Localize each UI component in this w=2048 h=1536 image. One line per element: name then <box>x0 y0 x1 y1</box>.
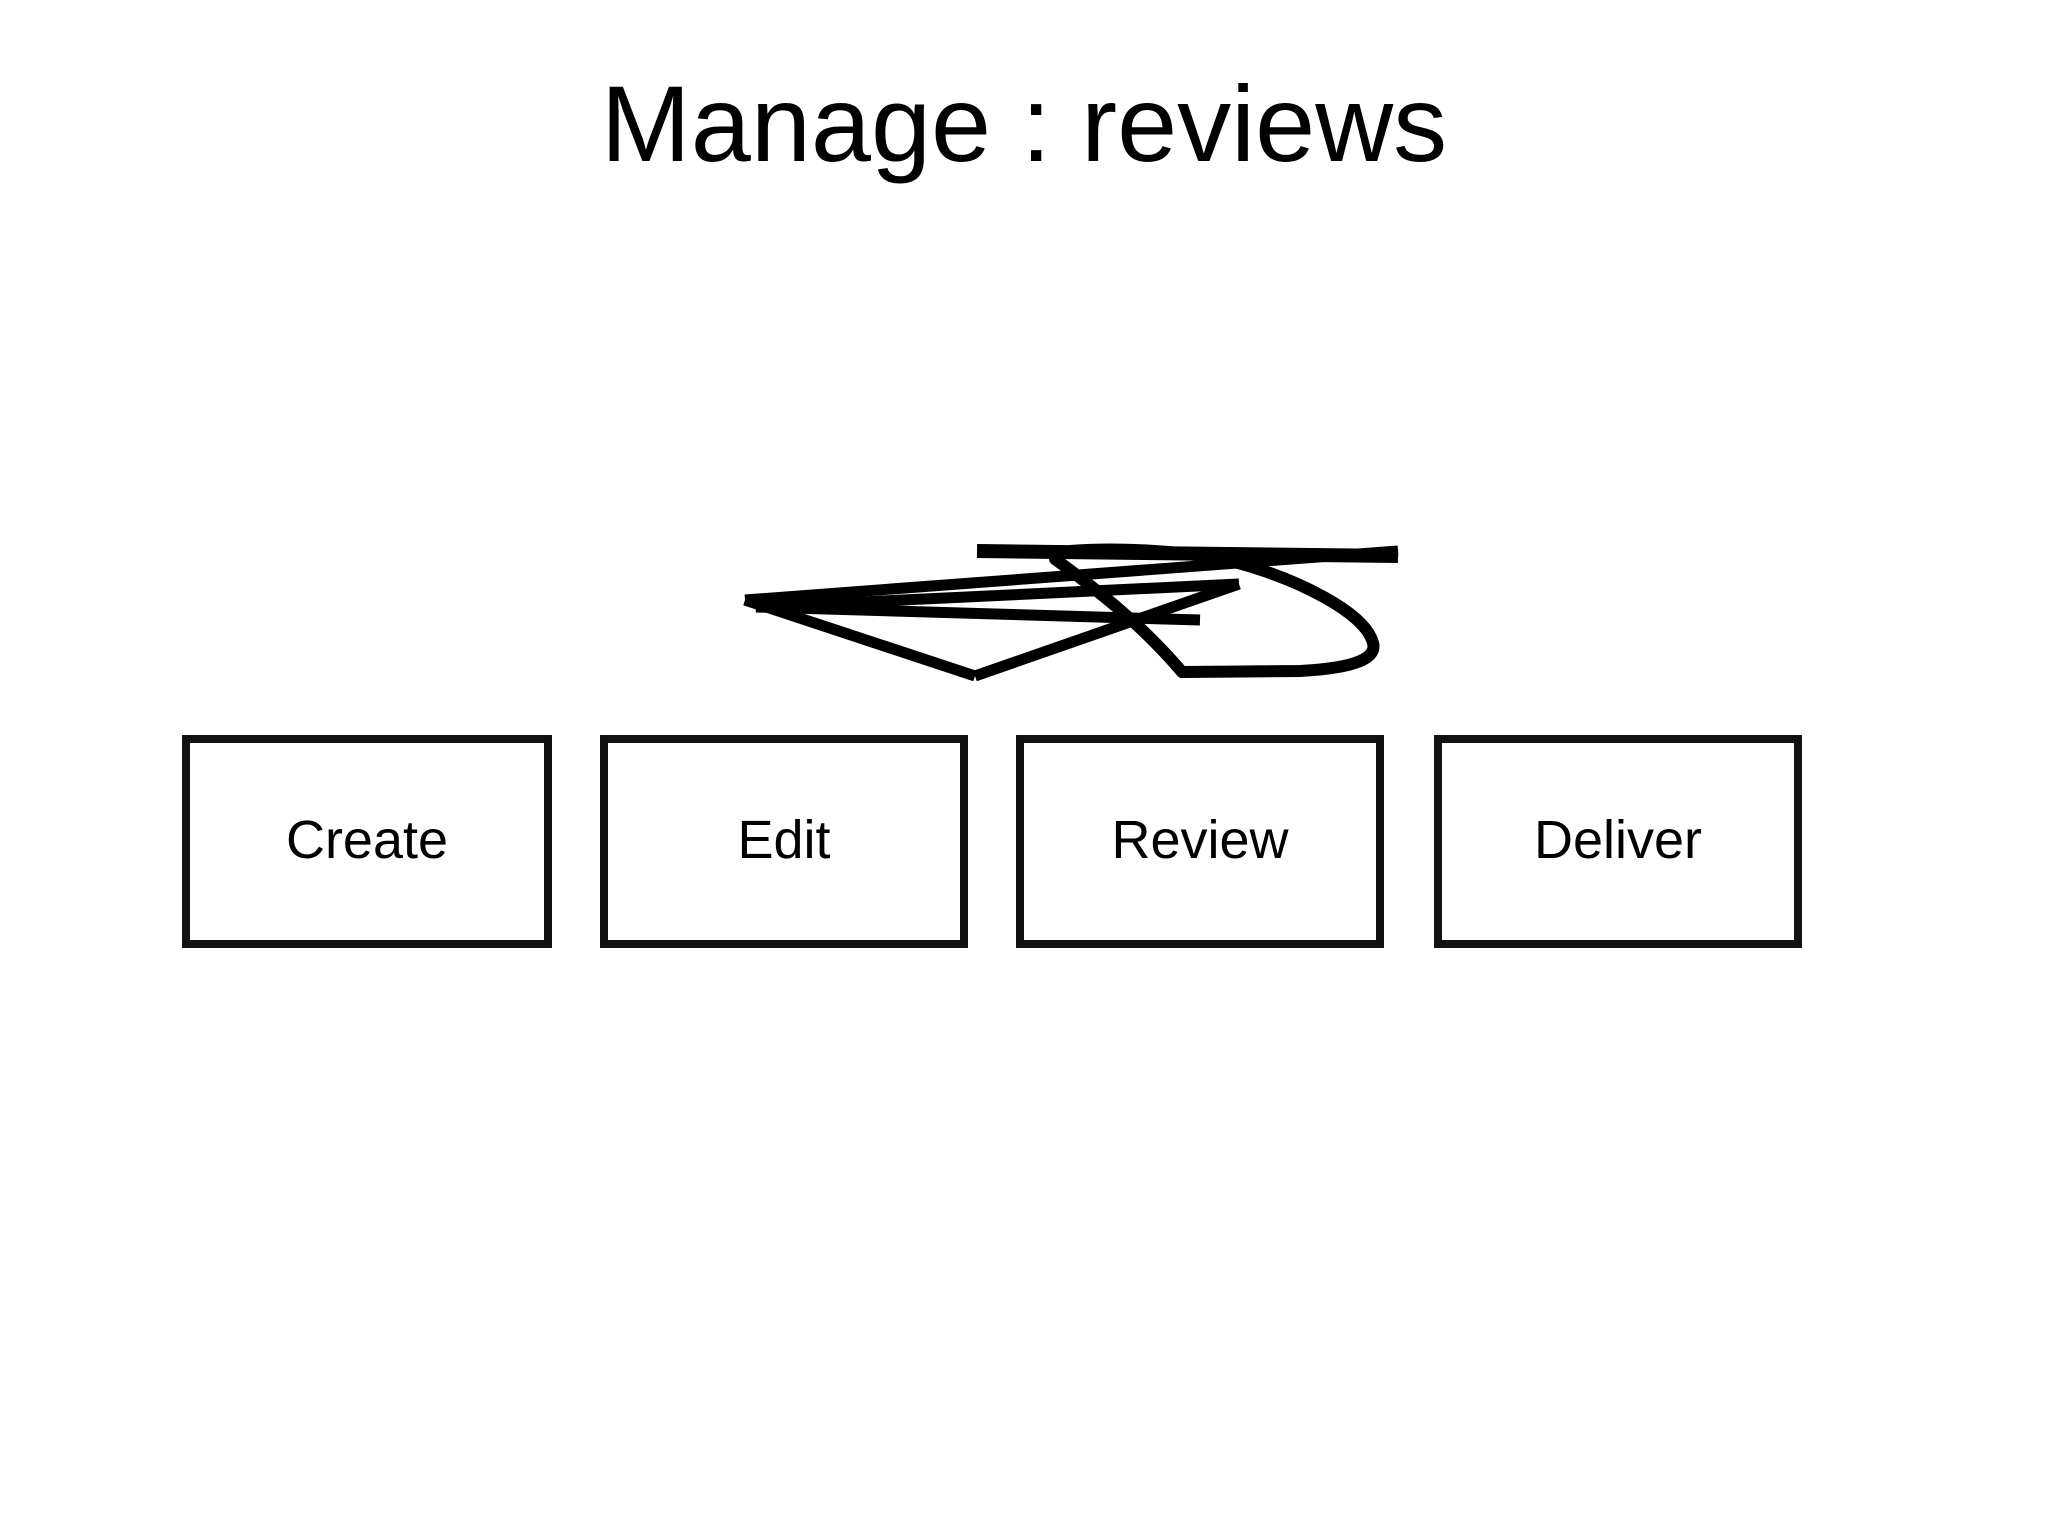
process-box-label: Edit <box>737 809 831 870</box>
process-box-label: Review <box>1111 809 1289 870</box>
page-title: Manage : reviews <box>600 63 1448 184</box>
process-flow: Create Edit Review Deliver <box>182 735 1802 948</box>
process-box-edit[interactable]: Edit <box>600 735 968 948</box>
process-box-review[interactable]: Review <box>1016 735 1384 948</box>
process-box-label: Create <box>285 809 449 870</box>
process-box-label: Deliver <box>1533 809 1703 870</box>
process-box-deliver[interactable]: Deliver <box>1434 735 1802 948</box>
process-box-create[interactable]: Create <box>182 735 552 948</box>
